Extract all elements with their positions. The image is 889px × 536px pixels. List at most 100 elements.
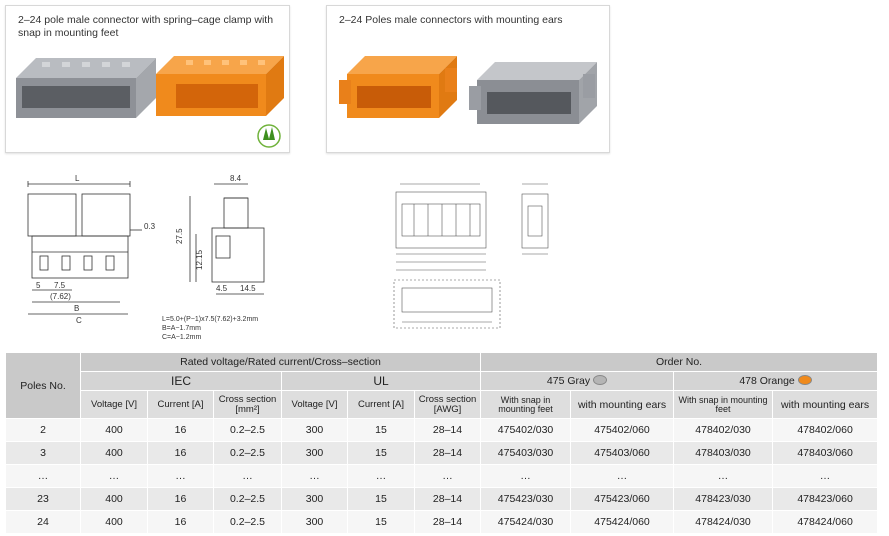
table-cell: 28–14 bbox=[413, 487, 482, 511]
dimension-formula: L=5.0+(P−1)x7.5(7.62)+3.2mm B=A−1.7mm C=… bbox=[162, 315, 258, 342]
header-rated: Rated voltage/Rated current/Cross–sectio… bbox=[79, 352, 482, 372]
dim-0-3: 0.3 bbox=[144, 222, 156, 231]
table-cell: … bbox=[772, 464, 879, 488]
orange-swatch-icon bbox=[797, 375, 812, 385]
gray-label: 475 Gray bbox=[546, 375, 591, 387]
dim-8-4: 8.4 bbox=[230, 174, 242, 183]
table-cell: 16 bbox=[147, 510, 214, 534]
table-cell: 400 bbox=[80, 487, 148, 511]
table-cell: 475403/060 bbox=[570, 441, 675, 465]
product-card-mounting-ears: 2–24 Poles male connectors with mounting… bbox=[326, 5, 610, 153]
table-row: …………………………… bbox=[5, 464, 879, 488]
header-orange: 478 Orange bbox=[673, 371, 879, 391]
dim-7-5: 7.5 bbox=[54, 281, 66, 290]
table-cell: 0.2–2.5 bbox=[213, 510, 282, 534]
col-orange-snap: With snap in mounting feet bbox=[673, 390, 774, 419]
table-cell: … bbox=[347, 464, 415, 488]
gray-connector-image bbox=[16, 58, 156, 118]
col-iec-current: Current [A] bbox=[147, 390, 214, 419]
header-ul: UL bbox=[280, 371, 482, 391]
header-order: Order No. bbox=[480, 352, 879, 372]
dim-4-5: 4.5 bbox=[216, 284, 228, 293]
table-cell: 28–14 bbox=[413, 510, 482, 534]
col-ul-cross: Cross section [AWG] bbox=[413, 390, 482, 419]
table-cell: 475424/060 bbox=[570, 510, 675, 534]
table-cell: … bbox=[5, 464, 81, 488]
col-gray-snap: With snap in mounting feet bbox=[480, 390, 572, 419]
table-cell: 15 bbox=[347, 487, 415, 511]
dim-27-5: 27.5 bbox=[175, 228, 184, 244]
table-cell: … bbox=[673, 464, 774, 488]
product-card-snap-feet: 2–24 pole male connector with spring–cag… bbox=[5, 5, 290, 153]
formula-line: C=A−1.2mm bbox=[162, 334, 202, 341]
dim-B: B bbox=[74, 304, 79, 313]
table-cell: 475402/060 bbox=[570, 418, 675, 442]
col-gray-ears: with mounting ears bbox=[570, 390, 675, 419]
table-cell: 23 bbox=[5, 487, 81, 511]
table-cell: 478423/060 bbox=[772, 487, 879, 511]
orange-label: 478 Orange bbox=[739, 375, 795, 387]
header-iec: IEC bbox=[80, 371, 282, 391]
dim-C: C bbox=[76, 316, 82, 325]
product-title: 2–24 pole male connector with spring–cag… bbox=[18, 14, 274, 39]
table-cell: 475403/030 bbox=[480, 441, 572, 465]
table-cell: 16 bbox=[147, 487, 214, 511]
table-cell: 300 bbox=[281, 418, 348, 442]
dim-14-5: 14.5 bbox=[240, 284, 256, 293]
col-iec-cross: Cross section [mm²] bbox=[213, 390, 282, 419]
table-cell: 400 bbox=[80, 441, 148, 465]
table-cell: 475423/060 bbox=[570, 487, 675, 511]
table-cell: 16 bbox=[147, 441, 214, 465]
table-cell: 400 bbox=[80, 510, 148, 534]
table-cell: 478403/030 bbox=[673, 441, 774, 465]
table-cell: 300 bbox=[281, 510, 348, 534]
table-cell: 15 bbox=[347, 441, 415, 465]
table-cell: … bbox=[281, 464, 348, 488]
table-cell: … bbox=[570, 464, 675, 488]
formula-line: B=A−1.7mm bbox=[162, 325, 201, 332]
table-cell: 3 bbox=[5, 441, 81, 465]
table-cell: … bbox=[80, 464, 148, 488]
header-poles: Poles No. bbox=[5, 352, 81, 419]
table-cell: 475402/030 bbox=[480, 418, 572, 442]
gray-connector-image bbox=[469, 62, 597, 124]
table-cell: 16 bbox=[147, 418, 214, 442]
dimension-drawing-right bbox=[393, 183, 549, 329]
dim-12-15: 12.15 bbox=[195, 249, 204, 270]
product-photos bbox=[16, 56, 284, 148]
dimension-drawing-left: L 0.3 5 7.5 (7.62) B C 8.4 27.5 12.15 4.… bbox=[27, 174, 265, 325]
table-cell: 300 bbox=[281, 441, 348, 465]
approval-leaf-icon bbox=[257, 124, 281, 148]
table-cell: 0.2–2.5 bbox=[213, 418, 282, 442]
table-cell: 478402/030 bbox=[673, 418, 774, 442]
table-cell: 478423/030 bbox=[673, 487, 774, 511]
product-photos bbox=[339, 56, 597, 124]
dim-L: L bbox=[75, 174, 80, 183]
table-cell: … bbox=[213, 464, 282, 488]
product-title: 2–24 Poles male connectors with mounting… bbox=[339, 14, 563, 26]
table-cell: 2 bbox=[5, 418, 81, 442]
table-cell: … bbox=[413, 464, 482, 488]
orange-connector-image bbox=[339, 56, 457, 118]
table-cell: 475423/030 bbox=[480, 487, 572, 511]
table-cell: 475424/030 bbox=[480, 510, 572, 534]
header-gray: 475 Gray bbox=[480, 371, 675, 391]
dim-7-62: (7.62) bbox=[50, 292, 71, 301]
table-cell: 478424/060 bbox=[772, 510, 879, 534]
col-ul-current: Current [A] bbox=[347, 390, 415, 419]
table-cell: 28–14 bbox=[413, 441, 482, 465]
table-cell: 300 bbox=[281, 487, 348, 511]
col-orange-ears: with mounting ears bbox=[772, 390, 879, 419]
table-cell: 15 bbox=[347, 510, 415, 534]
table-cell: 400 bbox=[80, 418, 148, 442]
orange-connector-image bbox=[156, 56, 284, 116]
col-ul-voltage: Voltage [V] bbox=[281, 390, 348, 419]
table-cell: 0.2–2.5 bbox=[213, 487, 282, 511]
table-cell: 478424/030 bbox=[673, 510, 774, 534]
table-cell: 478402/060 bbox=[772, 418, 879, 442]
table-cell: 15 bbox=[347, 418, 415, 442]
dim-5: 5 bbox=[36, 281, 41, 290]
